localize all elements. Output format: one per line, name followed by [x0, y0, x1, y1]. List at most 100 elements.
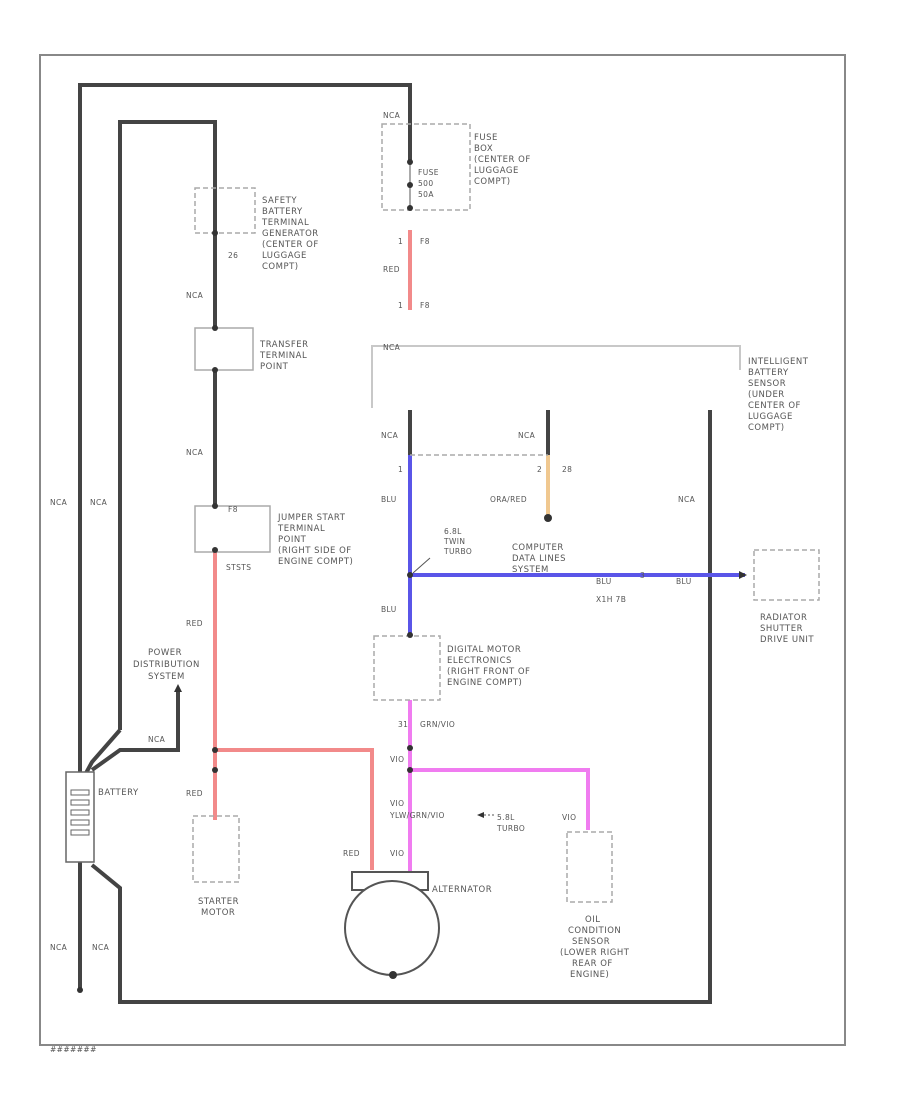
labels: FUSE BOX (CENTER OF LUGGAGE COMPT) FUSE …	[50, 111, 814, 980]
svg-text:VIO: VIO	[390, 849, 404, 858]
svg-text:STARTER: STARTER	[198, 897, 239, 907]
footer-code: #######	[50, 1045, 97, 1054]
svg-text:5.8L: 5.8L	[497, 813, 515, 822]
svg-text:NCA: NCA	[383, 111, 401, 120]
svg-text:BLU: BLU	[676, 577, 692, 586]
red-wires	[213, 230, 412, 870]
svg-text:50A: 50A	[418, 190, 434, 199]
svg-text:LUGGAGE: LUGGAGE	[474, 166, 519, 176]
svg-text:JUMPER START: JUMPER START	[277, 513, 346, 523]
svg-text:DRIVE UNIT: DRIVE UNIT	[760, 635, 814, 645]
digital-motor-box	[373, 635, 441, 701]
svg-text:YLW/GRN/VIO: YLW/GRN/VIO	[389, 811, 445, 820]
svg-text:F8: F8	[420, 301, 430, 310]
svg-text:NCA: NCA	[186, 448, 204, 457]
blue-wires	[408, 455, 745, 635]
svg-text:COMPT): COMPT)	[474, 177, 511, 187]
svg-text:NCA: NCA	[148, 735, 166, 744]
svg-text:SYSTEM: SYSTEM	[512, 565, 549, 575]
svg-text:VIO: VIO	[562, 813, 576, 822]
svg-text:CENTER OF: CENTER OF	[748, 401, 801, 411]
sensor-harness	[371, 345, 741, 408]
svg-text:TWIN: TWIN	[443, 537, 465, 546]
svg-text:28: 28	[562, 465, 572, 474]
svg-text:3: 3	[640, 571, 645, 580]
components	[192, 123, 820, 903]
svg-text:RED: RED	[186, 619, 203, 628]
svg-text:GRN/VIO: GRN/VIO	[420, 720, 455, 729]
svg-text:26: 26	[228, 251, 238, 260]
starter-motor-box	[192, 815, 240, 883]
svg-text:ALTERNATOR: ALTERNATOR	[432, 885, 492, 895]
svg-text:ENGINE): ENGINE)	[570, 970, 609, 980]
svg-text:TURBO: TURBO	[443, 547, 472, 556]
svg-text:SENSOR: SENSOR	[572, 937, 610, 947]
svg-text:BLU: BLU	[381, 495, 397, 504]
svg-text:(RIGHT SIDE OF: (RIGHT SIDE OF	[278, 546, 352, 556]
svg-text:(LOWER RIGHT: (LOWER RIGHT	[560, 948, 630, 958]
svg-text:SAFETY: SAFETY	[262, 196, 297, 206]
svg-text:NCA: NCA	[50, 498, 68, 507]
svg-text:VIO: VIO	[390, 755, 404, 764]
svg-text:FUSE: FUSE	[474, 133, 498, 143]
svg-text:NCA: NCA	[186, 291, 204, 300]
svg-text:VIO: VIO	[390, 799, 404, 808]
svg-text:MOTOR: MOTOR	[201, 908, 235, 918]
svg-text:DISTRIBUTION: DISTRIBUTION	[133, 660, 200, 670]
svg-text:FUSE: FUSE	[418, 168, 439, 177]
svg-text:(RIGHT FRONT OF: (RIGHT FRONT OF	[447, 667, 530, 677]
svg-text:500: 500	[418, 179, 434, 188]
radiator-shutter-box	[753, 549, 820, 601]
svg-text:SYSTEM: SYSTEM	[148, 672, 185, 682]
svg-text:NCA: NCA	[678, 495, 696, 504]
svg-text:BLU: BLU	[596, 577, 612, 586]
svg-text:F8: F8	[228, 505, 238, 514]
svg-text:NCA: NCA	[50, 943, 68, 952]
svg-text:F8: F8	[420, 237, 430, 246]
svg-text:TERMINAL: TERMINAL	[261, 218, 309, 228]
svg-text:CONDITION: CONDITION	[568, 926, 621, 936]
svg-text:(CENTER OF: (CENTER OF	[262, 240, 319, 250]
svg-text:BATTERY: BATTERY	[748, 368, 789, 378]
svg-text:RED: RED	[383, 265, 400, 274]
svg-text:RED: RED	[343, 849, 360, 858]
svg-text:1: 1	[398, 301, 403, 310]
svg-text:SENSOR: SENSOR	[748, 379, 786, 389]
turbo-pointer	[412, 557, 431, 574]
svg-text:COMPUTER: COMPUTER	[512, 543, 564, 553]
svg-text:1: 1	[398, 465, 403, 474]
jumper-start-box	[194, 505, 271, 553]
terminal-boxes	[194, 327, 271, 553]
svg-text:TERMINAL: TERMINAL	[259, 351, 307, 361]
battery-symbol	[65, 771, 95, 863]
svg-text:BATTERY: BATTERY	[262, 207, 303, 217]
svg-text:NCA: NCA	[90, 498, 108, 507]
svg-text:COMPT): COMPT)	[262, 262, 299, 272]
svg-text:(CENTER OF: (CENTER OF	[474, 155, 531, 165]
svg-text:POINT: POINT	[260, 362, 289, 372]
svg-text:DIGITAL MOTOR: DIGITAL MOTOR	[447, 645, 521, 655]
alternator-symbol	[344, 871, 440, 979]
svg-text:ELECTRONICS: ELECTRONICS	[447, 656, 512, 666]
svg-text:DATA LINES: DATA LINES	[512, 554, 566, 564]
svg-text:NCA: NCA	[518, 431, 536, 440]
svg-text:LUGGAGE: LUGGAGE	[262, 251, 307, 261]
svg-text:ENGINE COMPT): ENGINE COMPT)	[278, 557, 353, 567]
svg-text:POWER: POWER	[148, 648, 182, 658]
svg-text:ORA/RED: ORA/RED	[490, 495, 527, 504]
svg-text:INTELLIGENT: INTELLIGENT	[748, 357, 809, 367]
svg-text:BATTERY: BATTERY	[98, 788, 139, 798]
svg-text:6.8L: 6.8L	[444, 527, 462, 536]
svg-text:RADIATOR: RADIATOR	[760, 613, 807, 623]
svg-text:BOX: BOX	[474, 144, 493, 154]
arrows	[174, 571, 747, 818]
svg-text:(UNDER: (UNDER	[748, 390, 785, 400]
svg-text:X1H 7B: X1H 7B	[596, 595, 626, 604]
svg-text:RED: RED	[186, 789, 203, 798]
junction-dots	[77, 159, 552, 993]
oil-sensor-box	[566, 831, 613, 903]
svg-text:NCA: NCA	[383, 343, 401, 352]
transfer-terminal-box	[194, 327, 254, 371]
svg-text:TERMINAL: TERMINAL	[277, 524, 325, 534]
svg-text:BLU: BLU	[381, 605, 397, 614]
